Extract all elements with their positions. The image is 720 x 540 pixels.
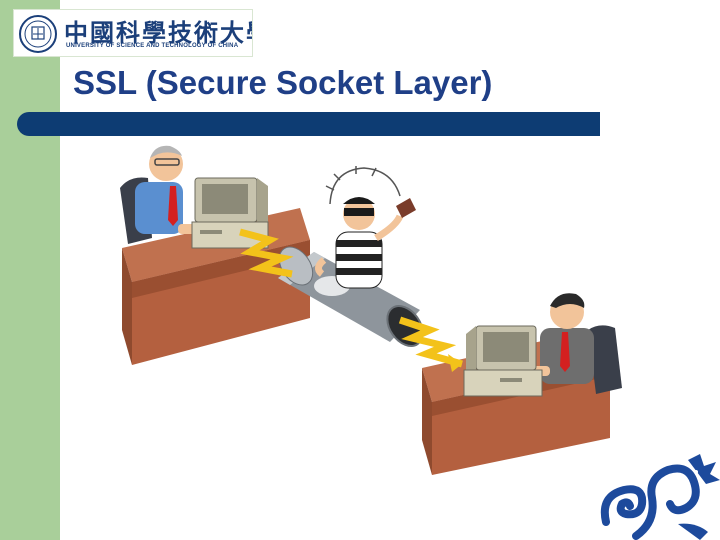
left-man bbox=[135, 145, 198, 234]
logo-english-name: UNIVERSITY OF SCIENCE AND TECHNOLOGY OF … bbox=[66, 43, 239, 49]
left-signal-zigzag bbox=[239, 228, 294, 278]
university-logo: 中國科學技術大學 UNIVERSITY OF SCIENCE AND TECHN… bbox=[13, 9, 253, 57]
right-computer bbox=[463, 325, 543, 397]
slide-title: SSL (Secure Socket Layer) bbox=[73, 64, 493, 101]
left-band bbox=[0, 0, 60, 540]
burglar bbox=[315, 166, 416, 289]
dragon-logo-icon bbox=[600, 454, 720, 540]
title-underline-bar bbox=[17, 112, 600, 136]
ssl-eavesdropper-illustration bbox=[120, 145, 622, 475]
right-chair bbox=[588, 325, 622, 394]
left-computer bbox=[191, 177, 269, 249]
logo-chinese-name: 中國科學技術大學 bbox=[64, 18, 253, 47]
right-man bbox=[528, 293, 594, 384]
right-signal-zigzag bbox=[398, 316, 463, 368]
university-seal-icon bbox=[19, 15, 57, 53]
